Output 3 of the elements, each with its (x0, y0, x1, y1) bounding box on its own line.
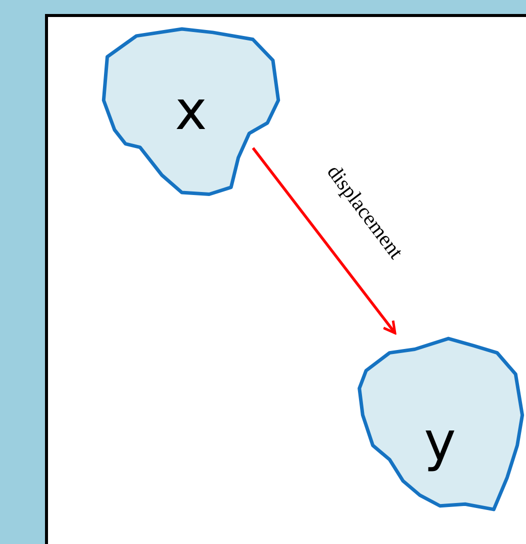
arrow (252, 147, 396, 334)
region-label: x (175, 84, 207, 138)
region-label: y (424, 415, 456, 469)
